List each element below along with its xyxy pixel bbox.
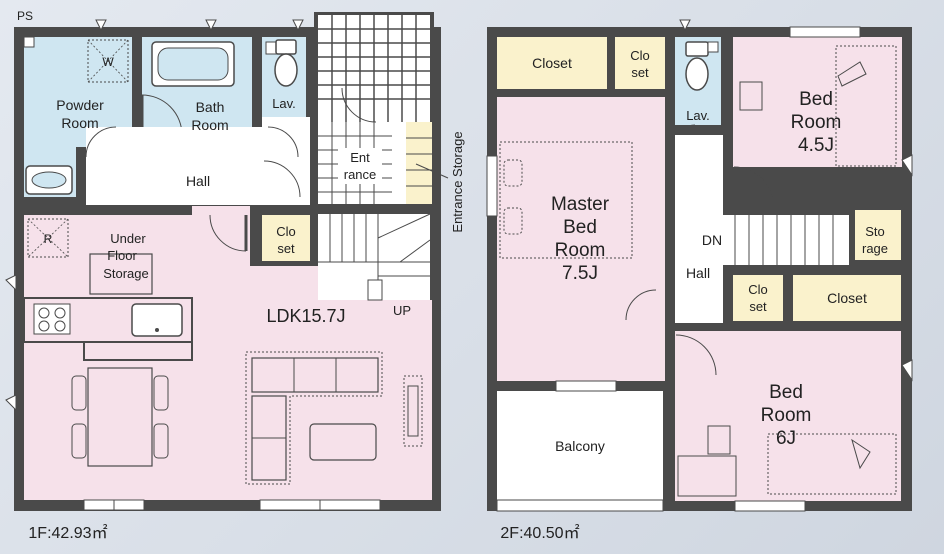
master-bedroom [497, 97, 665, 381]
closet-1f-label-2: set [277, 241, 295, 256]
bath-room-label-2: Room [191, 117, 228, 133]
stairs-down-label: DN [702, 232, 722, 248]
dining-table [87, 367, 153, 467]
under-floor-storage-hatch [89, 253, 153, 295]
bedroom-45-label-1: Bed [799, 89, 833, 110]
entrance-storage-box [406, 122, 432, 204]
refrigerator-space [27, 218, 69, 258]
windows-2f [486, 26, 861, 512]
closet-2f-small-label-2: set [631, 65, 649, 80]
bedroom-45-label-2: Room [791, 112, 842, 133]
floor-1: PS Powder Room W Bath Room Lav. Hall Ent… [5, 9, 465, 542]
closet-2f-right [793, 275, 901, 321]
bedroom-4-5j [733, 37, 902, 167]
hall-1f-label: Hall [186, 173, 210, 189]
floor1-area-label: 1F:42.93㎡ [28, 524, 107, 542]
powder-room-label-2: Room [61, 115, 98, 131]
toilet-tank-1f [275, 39, 297, 55]
sink [131, 303, 183, 337]
toilet-tank-2f [685, 41, 709, 57]
entrance-storage-label: Entrance Storage [450, 131, 465, 232]
bedroom-45-label-3: 4.5J [798, 135, 834, 156]
windows-1f [83, 499, 381, 511]
entrance-label-2: rance [344, 167, 377, 182]
master-bed [499, 141, 633, 259]
bedroom-6-label-3: 6J [776, 428, 796, 449]
master-bedroom-label-2: Bed [563, 217, 597, 238]
closet-2f-top-label: Closet [532, 55, 572, 71]
sofa [245, 351, 383, 485]
window-markers-2f [679, 19, 913, 382]
refrigerator-label: R [44, 232, 53, 246]
storage-2f [855, 210, 901, 260]
stairs-2f [723, 215, 849, 265]
tv-stand [403, 375, 423, 447]
hall-1f [86, 127, 310, 205]
toilet-bowl-1f [274, 53, 298, 87]
closet-2f-hall [733, 275, 783, 321]
closet-1f [262, 215, 310, 261]
under-floor-label-1: Under [110, 231, 146, 246]
window-markers-1f [5, 19, 304, 412]
coffee-table [309, 423, 377, 461]
closet-2f-top [497, 37, 607, 89]
floor2-area-label: 2F:40.50㎡ [500, 524, 579, 542]
closet-2f-small [615, 37, 665, 89]
ps-label: PS [17, 9, 33, 23]
closet-right-label: Closet [827, 290, 867, 306]
master-bedroom-label-1: Master [551, 194, 610, 215]
desk [677, 455, 737, 497]
entrance-label-1: Ent [350, 150, 370, 165]
under-floor-label-2: Floor [107, 248, 137, 263]
bed-4-5j [835, 45, 897, 167]
toilet-bowl-2f [685, 57, 709, 91]
closet-hall-label-1: Clo [748, 282, 768, 297]
lav-2f-label: Lav. [686, 108, 710, 123]
lav-1f-label: Lav. [272, 96, 296, 111]
hall-2f-label: Hall [686, 265, 710, 281]
closet-1f-label-1: Clo [276, 224, 296, 239]
bedroom-6-label-1: Bed [769, 382, 803, 403]
under-floor-label-3: Storage [103, 266, 149, 281]
ps-box [23, 36, 35, 48]
bedroom-6-label-2: Room [761, 405, 812, 426]
storage-2f-label-2: rage [862, 241, 888, 256]
hall-2f [675, 135, 723, 323]
bath-room-label-1: Bath [196, 99, 225, 115]
ldk-label: LDK15.7J [266, 306, 345, 326]
storage-2f-label-1: Sto [865, 224, 885, 239]
washer-label: W [102, 55, 114, 69]
porch-tiles [318, 15, 430, 123]
stove [33, 303, 71, 335]
powder-room-label-1: Powder [56, 97, 104, 113]
closet-2f-small-label-1: Clo [630, 48, 650, 63]
washer-space [87, 39, 129, 83]
master-bedroom-label-4: 7.5J [562, 263, 598, 284]
stairs-up-label: UP [393, 303, 411, 318]
master-bedroom-label-3: Room [555, 240, 606, 261]
balcony [497, 391, 663, 501]
bed-6j [767, 433, 897, 495]
floor-2: Closet Clo set Lav. Bed Room 4.5J Master… [486, 19, 913, 542]
closet-hall-label-2: set [749, 299, 767, 314]
balcony-label: Balcony [555, 438, 605, 454]
